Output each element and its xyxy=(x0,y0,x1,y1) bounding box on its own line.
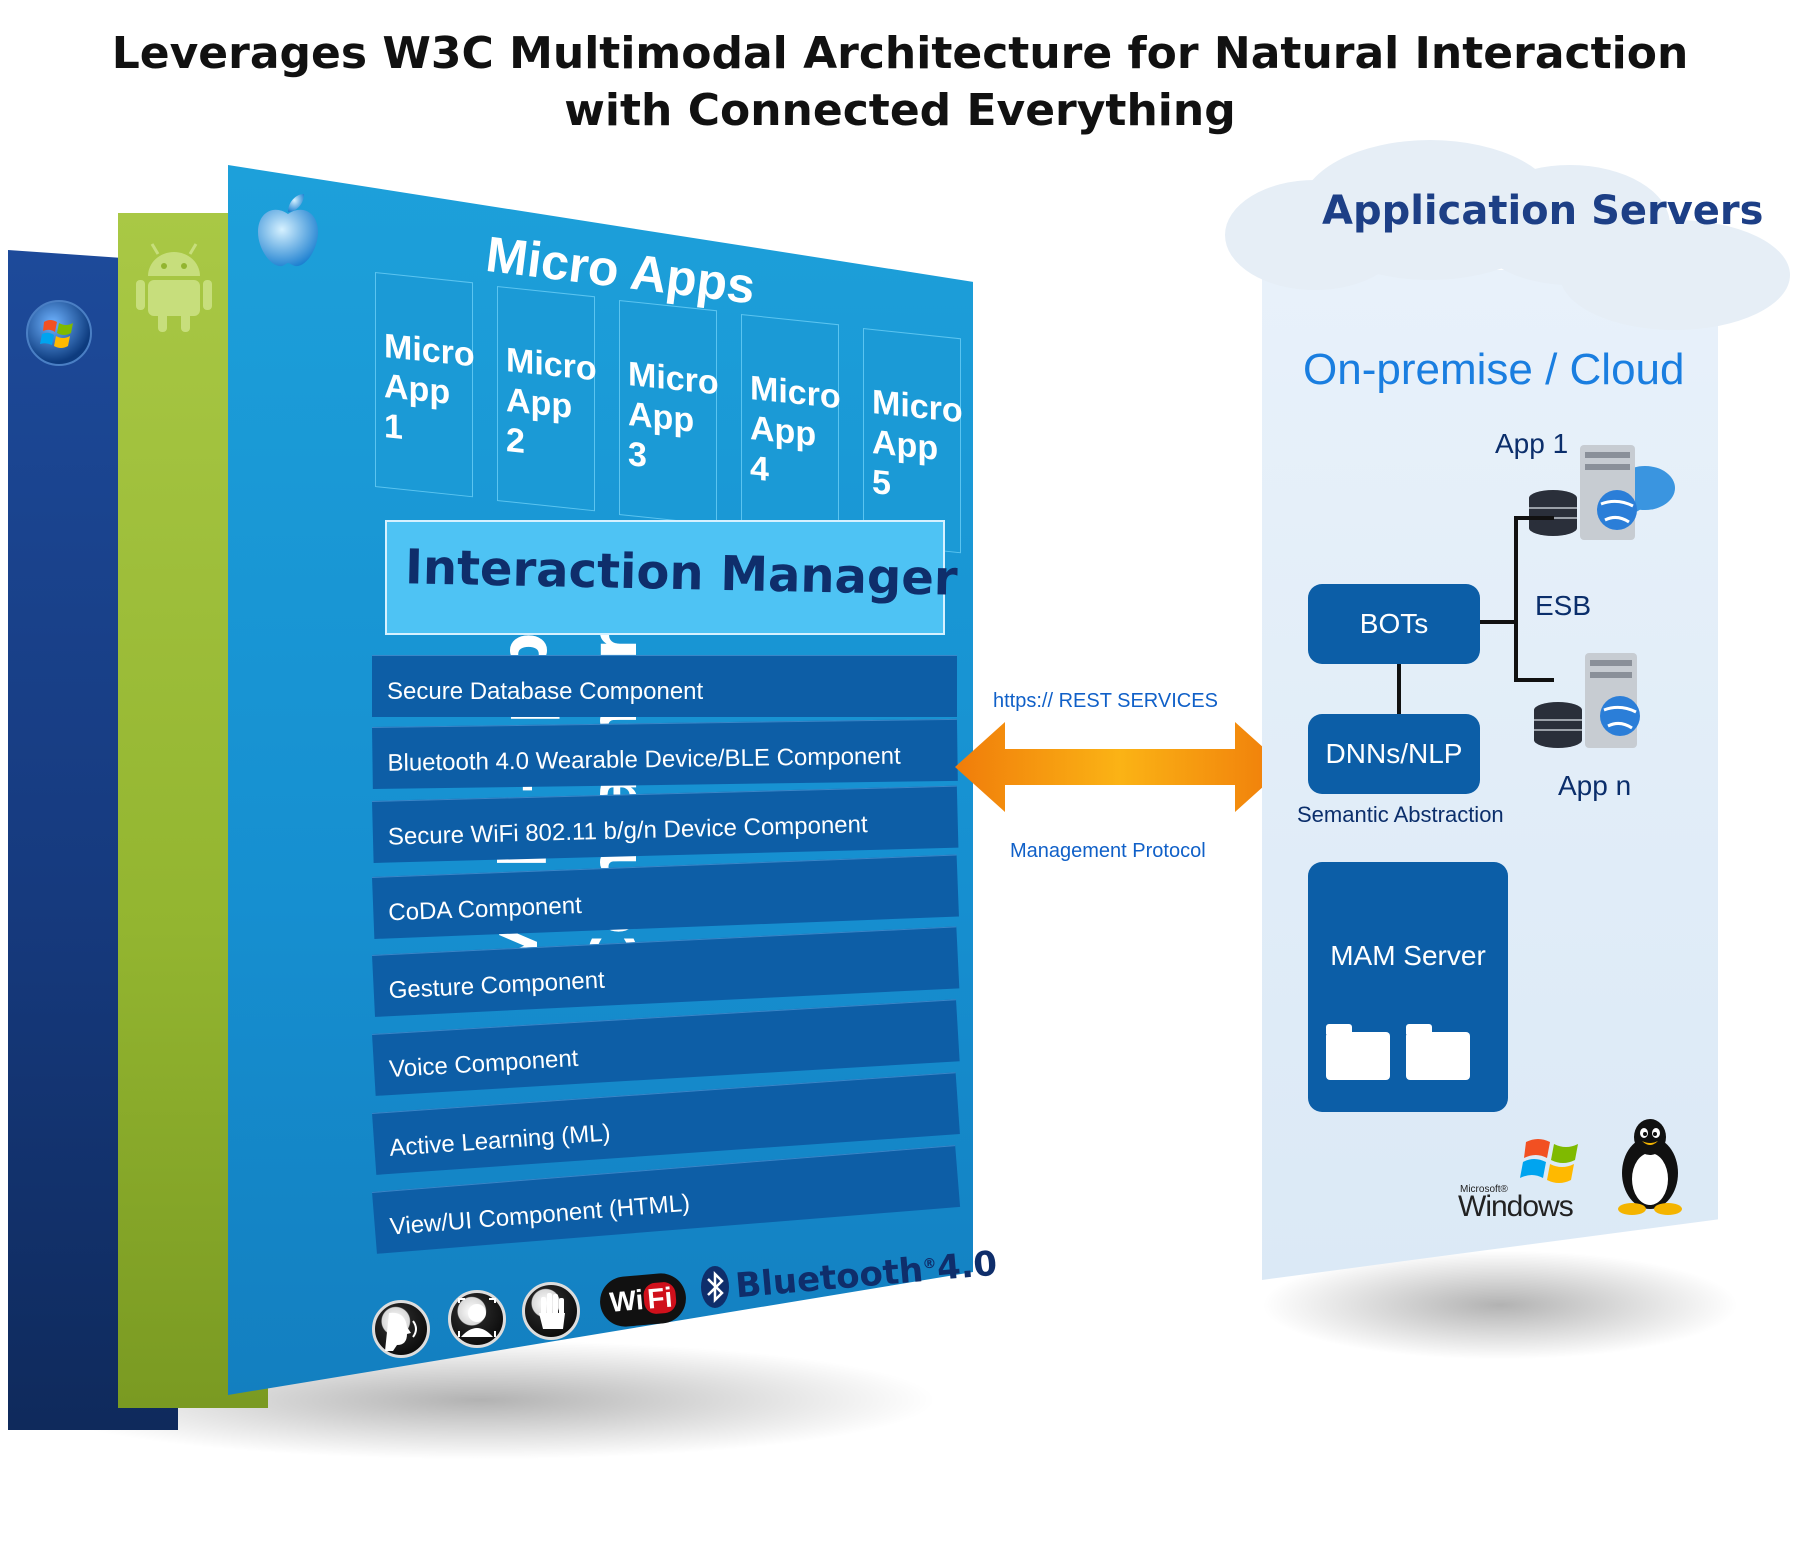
bluetooth-version: 4.0 xyxy=(935,1243,999,1289)
gesture-hand-icon xyxy=(522,1282,580,1340)
component-label: Secure Database Component xyxy=(387,678,704,705)
appn-label: App n xyxy=(1558,770,1632,801)
cloud-puff-4 xyxy=(1560,220,1790,330)
component-label: Active Learning (ML) xyxy=(388,1119,612,1162)
connector-bots-esb xyxy=(1478,620,1516,624)
voice-icon xyxy=(372,1300,430,1358)
component-label: CoDA Component xyxy=(387,891,583,927)
app1-server-icon xyxy=(1525,440,1685,545)
bluetooth-icon xyxy=(700,1265,730,1309)
micro-app-4-line2: App 4 xyxy=(750,408,817,489)
app1-label: App 1 xyxy=(1495,428,1569,459)
appn-server-icon xyxy=(1530,648,1650,758)
windows-orb-icon xyxy=(26,300,92,366)
wifi-logo-wi: Wi xyxy=(608,1284,645,1318)
connector-bots-dnn xyxy=(1397,664,1401,714)
connector-esb-appn xyxy=(1514,678,1554,682)
micro-app-1-line2: App 1 xyxy=(384,366,451,447)
deployment-label: On-premise / Cloud xyxy=(1303,345,1685,394)
semantic-abstraction-label: Semantic Abstraction xyxy=(1297,802,1504,827)
apple-icon xyxy=(254,190,322,270)
connector-esb-vertical xyxy=(1514,516,1518,682)
esb-label: ESB xyxy=(1535,590,1592,621)
diagram-title-line2: with Connected Everything xyxy=(564,85,1236,136)
dnn-nlp-box[interactable]: DNNs/NLP xyxy=(1308,714,1480,794)
windows-flag-icon xyxy=(1520,1128,1590,1190)
micro-app-2-tile[interactable]: Micro App 2 xyxy=(497,286,597,512)
component-bluetooth: Bluetooth 4.0 Wearable Device/BLE Compon… xyxy=(372,718,958,789)
windows-label: Windows xyxy=(1458,1190,1574,1223)
management-protocol-label: Management Protocol xyxy=(1010,840,1206,862)
folder-icon xyxy=(1326,1024,1390,1080)
component-label: Voice Component xyxy=(388,1044,580,1084)
android-icon xyxy=(134,240,214,335)
micro-app-5-line2: App 5 xyxy=(872,422,939,503)
micro-app-3-line2: App 3 xyxy=(628,394,695,475)
component-secure-database: Secure Database Component xyxy=(372,655,957,717)
micro-app-2-line2: App 2 xyxy=(506,380,573,461)
mam-server-box[interactable]: MAM Server xyxy=(1308,862,1508,1112)
diagram-title-line1: Leverages W3C Multimodal Architecture fo… xyxy=(111,28,1689,79)
connector-esb-app1 xyxy=(1514,516,1554,520)
folder-icon xyxy=(1406,1024,1470,1080)
component-label: Secure WiFi 802.11 b/g/n Device Componen… xyxy=(387,811,868,851)
interaction-manager-box xyxy=(385,520,945,635)
microsoft-label: Microsoft® xyxy=(1460,1184,1508,1195)
component-label: Gesture Component xyxy=(388,966,606,1005)
face-recognition-icon xyxy=(448,1290,506,1348)
micro-app-3-tile[interactable]: Micro App 3 xyxy=(619,300,719,526)
component-label: Bluetooth 4.0 Wearable Device/BLE Compon… xyxy=(387,742,901,777)
bidirectional-arrow xyxy=(955,722,1285,812)
wifi-logo-fi: Fi xyxy=(642,1281,678,1315)
bots-box[interactable]: BOTs xyxy=(1308,584,1480,664)
rest-services-label: https:// REST SERVICES xyxy=(993,690,1218,712)
interaction-manager-label: Interaction Manager xyxy=(404,539,959,607)
micro-app-1-tile[interactable]: Micro App 1 xyxy=(375,272,475,498)
micro-app-4-tile[interactable]: Micro App 4 xyxy=(741,314,841,540)
linux-tux-icon xyxy=(1610,1115,1690,1215)
mam-server-label: MAM Server xyxy=(1330,940,1486,971)
application-servers-title: Application Servers xyxy=(1322,188,1764,234)
